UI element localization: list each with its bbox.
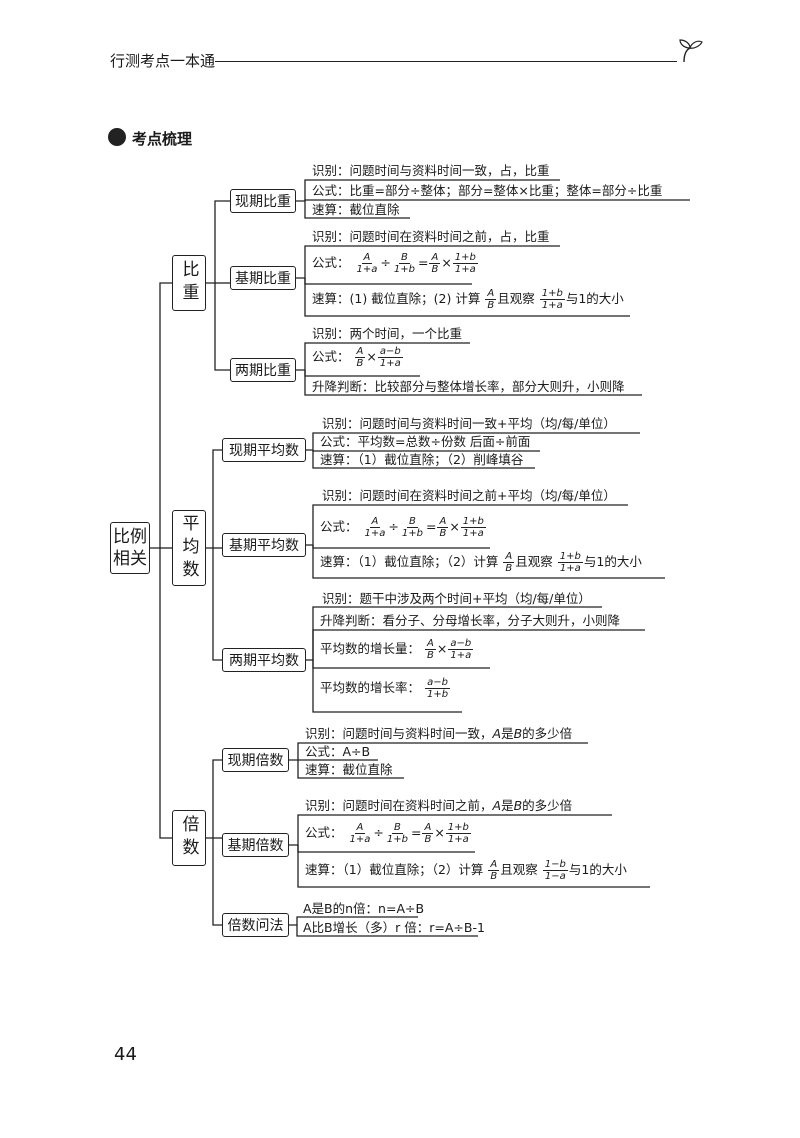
leaf-text: A比B增长（多）r 倍：r=A÷B-1: [303, 920, 485, 935]
leaf-text: 识别：问题时间在资料时间之前，A是B的多少倍: [305, 798, 573, 813]
node-liangqi-bizhong: 两期比重: [230, 358, 296, 382]
node-pingjunshu: 平均数: [172, 510, 206, 586]
leaf-text: 识别：问题时间在资料时间之前，占，比重: [312, 229, 550, 244]
root-label-line1: 比例: [113, 527, 147, 547]
node-jiqi-bizhong: 基期比重: [230, 266, 296, 290]
leaf-text: 速算：截位直除: [312, 202, 400, 217]
formula-prefix: 公式：: [305, 825, 343, 840]
formula-mid: 且观察: [515, 554, 553, 569]
leaf-text: 识别：题干中涉及两个时间+平均（均/每/单位）: [322, 591, 591, 606]
leaf-text: 公式：A÷B: [305, 744, 371, 759]
root-node: 比例相关: [110, 522, 150, 574]
page-number: 44: [114, 1044, 137, 1065]
leaf-text: 公式：平均数=总数÷份数 后面÷前面: [320, 434, 531, 449]
leaf-text: 公式：比重=部分÷整体；部分=整体×比重；整体=部分÷比重: [312, 183, 663, 198]
section-bullet-icon: [108, 128, 126, 146]
leaf-text: 识别：问题时间与资料时间一致+平均（均/每/单位）: [322, 416, 616, 431]
node-bizhong: 比重: [172, 255, 206, 311]
leaf-text: 识别：两个时间，一个比重: [312, 326, 463, 341]
formula-prefix: 平均数的增长率：: [320, 680, 421, 695]
header-title: 行测考点一本通: [110, 52, 216, 70]
formula-prefix: 速算：（1）截位直除；（2）计算: [320, 554, 499, 569]
root-label-line2: 相关: [113, 549, 147, 569]
leaf-text: 升降判断：看分子、分母增长率，分子大则升，小则降: [320, 613, 621, 628]
formula-suffix: 与1的大小: [568, 862, 627, 877]
node-xianqi-beishu: 现期倍数: [222, 748, 289, 772]
node-beishu: 倍数: [172, 810, 206, 866]
formula-mid: 且观察: [500, 862, 538, 877]
formula-suffix: 与1的大小: [583, 554, 642, 569]
section-title: 考点梳理: [132, 130, 193, 148]
sprout-icon: [679, 39, 703, 63]
formula-prefix: 速算：(1) 截位直除；(2) 计算: [312, 291, 481, 306]
leaf-text: A是B的n倍：n=A÷B: [303, 901, 425, 916]
text-suffix: 的多少倍: [522, 726, 573, 741]
formula-prefix: 公式：: [312, 349, 350, 364]
formula-prefix: 速算：（1）截位直除；（2）计算: [305, 862, 484, 877]
node-wenfa-beishu: 倍数问法: [222, 913, 289, 937]
leaf-text: 识别：问题时间在资料时间之前+平均（均/每/单位）: [322, 488, 616, 503]
node-jiqi-pingjun: 基期平均数: [222, 533, 306, 557]
node-xianqi-bizhong: 现期比重: [230, 189, 296, 213]
leaf-text: 升降判断：比较部分与整体增长率，部分大则升，小则降: [312, 379, 625, 394]
text-prefix: 识别：问题时间与资料时间一致，: [305, 726, 493, 741]
formula-prefix: 平均数的增长量：: [320, 641, 421, 656]
text-prefix: 识别：问题时间在资料时间之前，: [305, 798, 493, 813]
node-jiqi-beishu: 基期倍数: [222, 833, 289, 857]
header-rule: [215, 61, 677, 62]
leaf-text: 识别：问题时间与资料时间一致，A是B的多少倍: [305, 726, 573, 741]
formula-prefix: 公式：: [312, 255, 350, 270]
leaf-text: 速算：截位直除: [305, 762, 393, 777]
node-liangqi-pingjun: 两期平均数: [222, 648, 306, 672]
leaf-text: 速算：（1）截位直除；（2）削峰填谷: [320, 452, 524, 467]
formula-suffix: 与1的大小: [565, 291, 624, 306]
text-suffix: 的多少倍: [522, 798, 573, 813]
formula-mid: 且观察: [497, 291, 535, 306]
leaf-text: 识别：问题时间与资料时间一致，占，比重: [312, 163, 550, 178]
node-xianqi-pingjun: 现期平均数: [222, 438, 306, 462]
formula-prefix: 公式：: [320, 519, 358, 534]
